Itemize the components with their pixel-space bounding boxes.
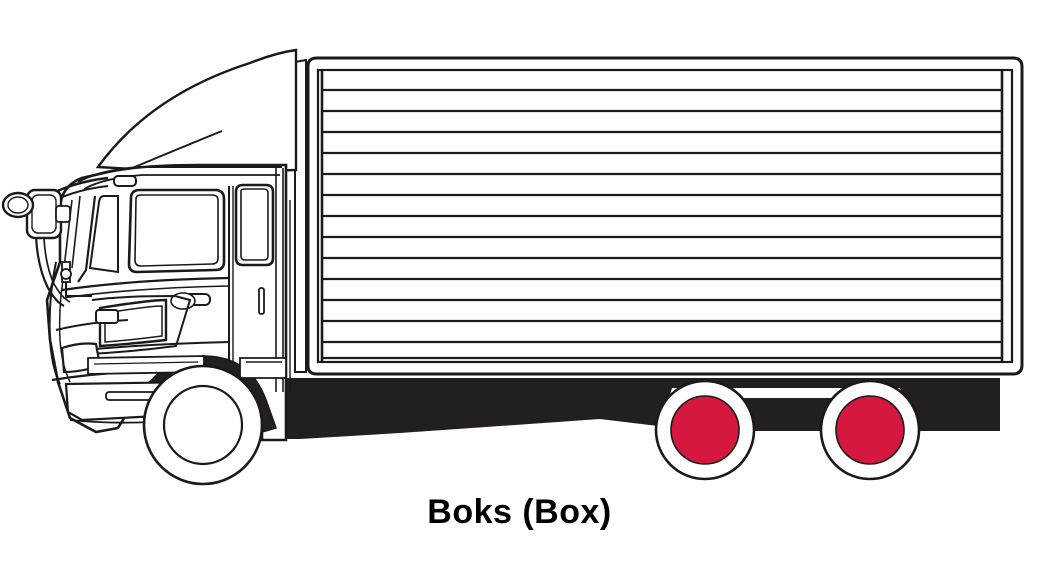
cab-roof-line <box>77 166 282 183</box>
windshield-frame <box>77 195 97 283</box>
roof-marker-lamp <box>113 175 137 187</box>
cab-belt-line <box>61 276 229 292</box>
cab-pillar-crease-b <box>71 195 81 269</box>
cab-rear-grab-slot <box>258 287 265 315</box>
front-wheel-rim <box>162 384 244 466</box>
mirror-lower-link <box>65 282 92 297</box>
quarter-window <box>234 183 275 267</box>
front-profile-curve <box>48 261 61 385</box>
front-wheel-group <box>142 364 264 486</box>
cargo-box-ribs <box>322 88 1002 360</box>
roof-deflector-group <box>95 48 298 175</box>
quarter-window-inner-frame <box>240 188 269 261</box>
spot-mirror-inner <box>7 196 29 214</box>
windshield-glass <box>88 195 119 274</box>
rear-wheel-front-group <box>654 379 756 481</box>
lower-vision-window-inner <box>104 305 163 343</box>
rear-wheel-front-hub <box>670 395 740 465</box>
front-valance <box>69 419 151 424</box>
kerb-mirror-pivot <box>60 268 72 280</box>
lower-panel-sweep <box>87 294 192 355</box>
rear-wheel-rear-group <box>819 379 921 481</box>
cab-side-step-line <box>93 361 199 365</box>
cab-rear-strips <box>275 168 291 392</box>
roof-deflector <box>95 48 298 174</box>
cargo-box-front-face <box>294 58 307 373</box>
illustration-caption: Boks (Box) <box>427 493 612 531</box>
mirror-mount-bracket <box>55 205 71 223</box>
front-grille-band <box>55 319 129 331</box>
mirror-assembly-group <box>1 176 109 307</box>
cab-rear-step <box>239 357 287 379</box>
door-window-inner-frame <box>134 194 219 267</box>
rear-wheel-rear-hub <box>835 395 905 465</box>
cab-roof-inner-line <box>83 174 280 190</box>
cargo-box-group <box>294 56 1024 376</box>
front-profile-curve-2 <box>58 263 71 383</box>
main-mirror-inner <box>31 194 57 234</box>
chassis-rear-block <box>905 378 1000 430</box>
front-marker-lamp <box>95 309 119 324</box>
door-window <box>127 188 226 274</box>
